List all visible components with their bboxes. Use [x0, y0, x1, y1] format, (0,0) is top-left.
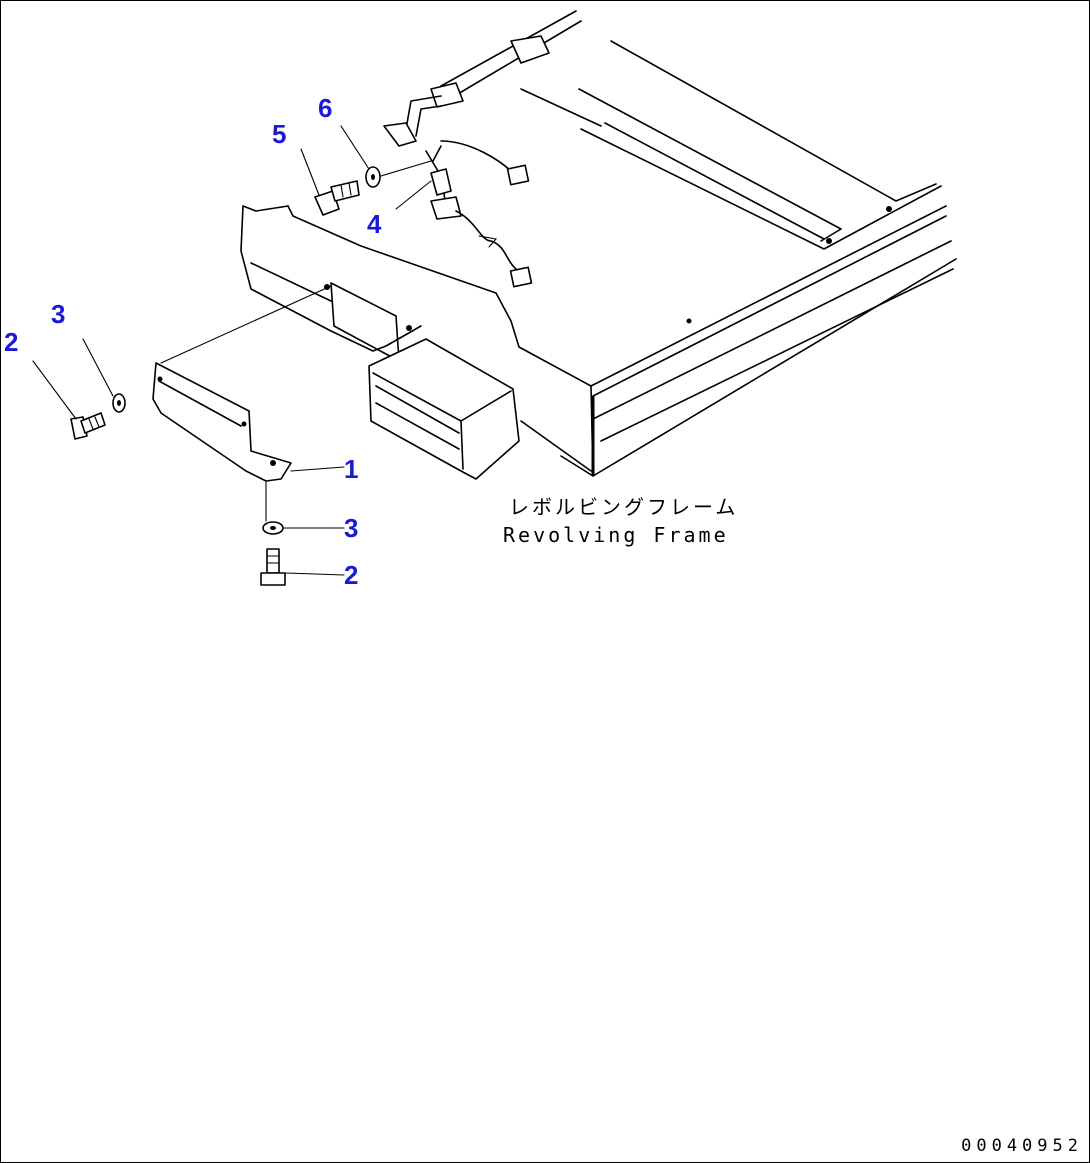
callout-2-upper: 2 — [4, 327, 19, 357]
callout-3-upper: 3 — [51, 299, 66, 329]
callout-4: 4 — [367, 209, 382, 239]
callout-5: 5 — [272, 119, 287, 149]
callout-3-lower: 3 — [344, 513, 359, 543]
cover-part-1 — [152, 362, 292, 482]
callout-2-lower: 2 — [344, 560, 359, 590]
bolt-2-lower — [260, 548, 286, 586]
drawing-number: 00040952 — [961, 1136, 1083, 1156]
revolving-frame — [240, 10, 957, 480]
callout-6: 6 — [318, 93, 333, 123]
bolt-5 — [314, 180, 360, 216]
leader-lines — [32, 125, 432, 576]
bolt-2-upper — [70, 412, 106, 440]
callout-1: 1 — [344, 454, 359, 484]
frame-label-english: Revolving Frame — [503, 523, 729, 547]
frame-label-japanese: レボルビングフレーム — [509, 495, 739, 519]
